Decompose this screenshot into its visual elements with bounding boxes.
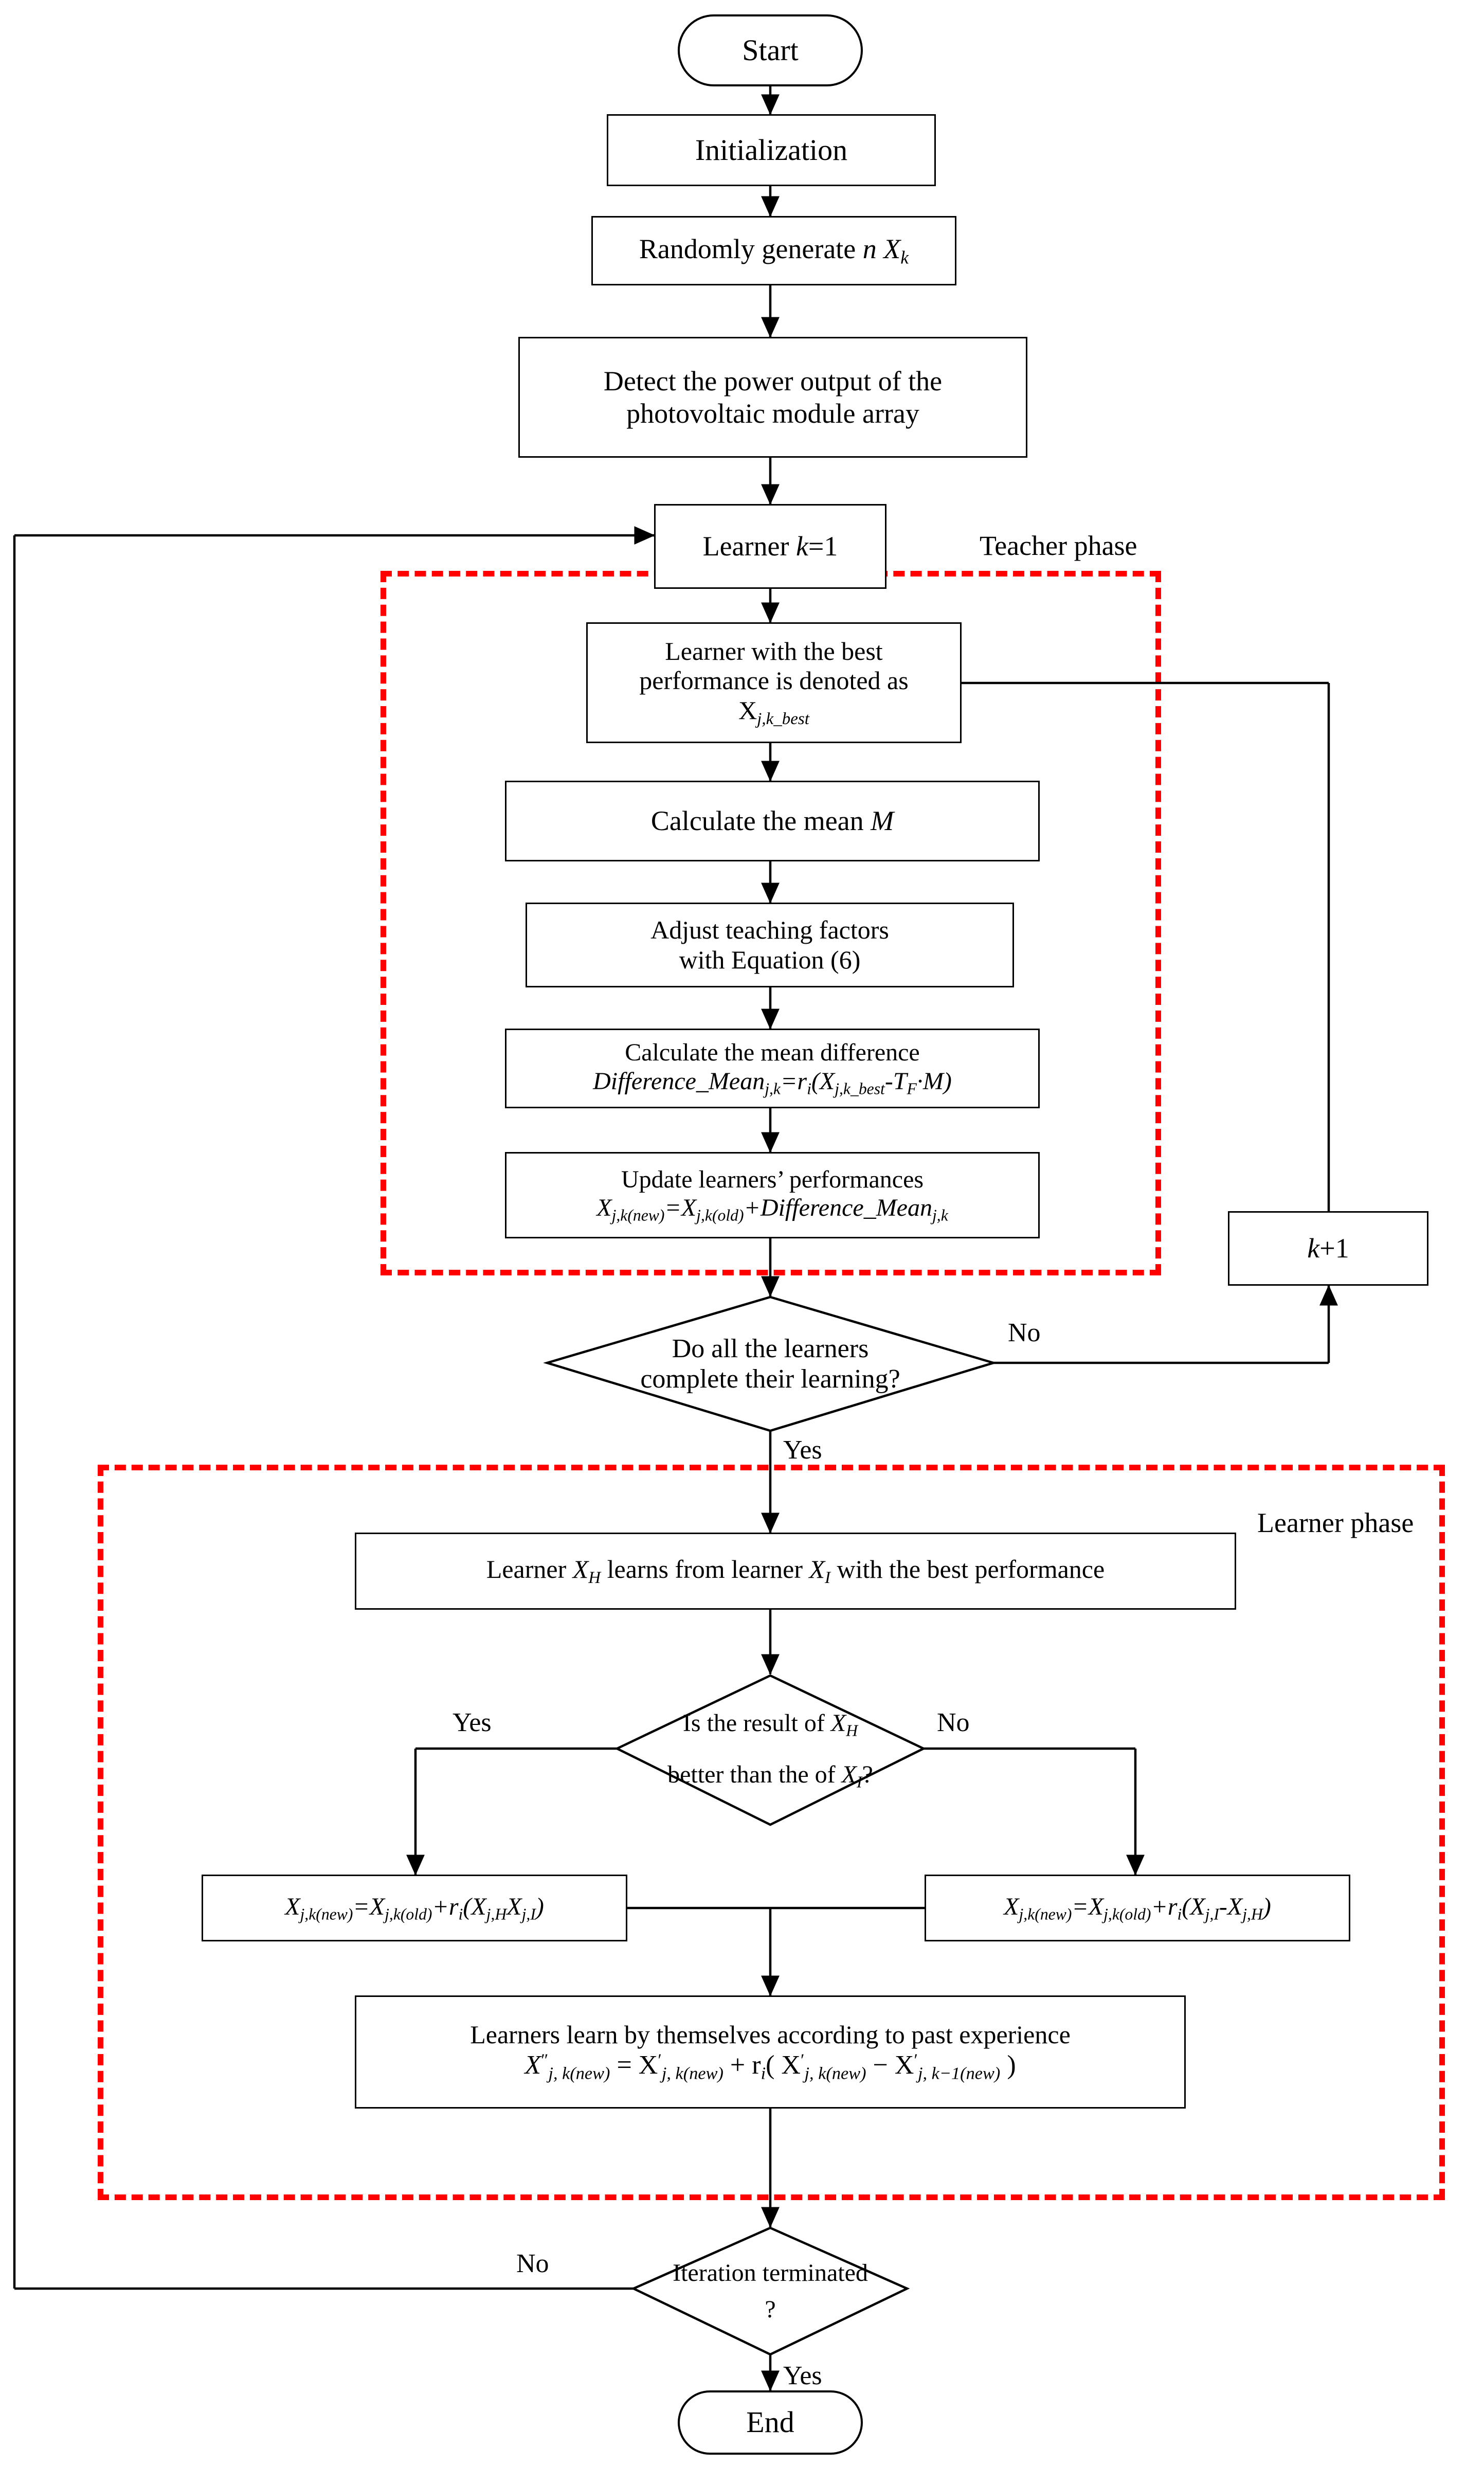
edge-label-compare-yes: Yes <box>453 1708 492 1737</box>
mean-difference-equation: Difference_Meanj,k=ri(Xj,k_best-TF·M) <box>593 1067 952 1098</box>
node-update-right: Xj,k(new)=Xj,k(old)+ri(Xj,I-Xj,H) <box>925 1875 1350 1941</box>
node-calculate-mean: Calculate the mean M <box>505 781 1040 861</box>
node-adjust-factors: Adjust teaching factors with Equation (6… <box>526 903 1014 987</box>
node-best-performance: Learner with the best performance is den… <box>586 622 962 743</box>
node-random-generate: Randomly generate n Xk <box>591 216 956 285</box>
node-iteration-terminated-label: Iteration terminated ? <box>673 2259 868 2323</box>
node-mean-difference-label: Calculate the mean difference Difference… <box>593 1039 952 1098</box>
node-calculate-mean-label: Calculate the mean M <box>650 805 894 837</box>
node-initialization: Initialization <box>607 114 936 186</box>
node-update-right-equation: Xj,k(new)=Xj,k(old)+ri(Xj,I-Xj,H) <box>1004 1893 1271 1923</box>
node-update-left-equation: Xj,k(new)=Xj,k(old)+ri(Xj,HXj,I) <box>285 1893 544 1923</box>
node-compare-xh-xi: Is the result of XH better than the of X… <box>617 1676 924 1825</box>
node-start: Start <box>678 14 863 86</box>
node-end: End <box>678 2390 863 2455</box>
node-mean-difference: Calculate the mean difference Difference… <box>505 1029 1040 1108</box>
node-update-performance-label: Update learners’ performances Xj,k(new)=… <box>596 1165 948 1225</box>
edge-label-learners-done-no: No <box>1008 1318 1041 1347</box>
node-learner-k1: Learner k=1 <box>654 504 886 589</box>
node-start-label: Start <box>742 33 799 67</box>
self-learning-equation: X″j, k(new) = X′j, k(new) + ri( X′j, k(n… <box>524 2050 1016 2083</box>
edge-label-iteration-yes: Yes <box>783 2361 822 2390</box>
node-all-learners-done: Do all the learners complete their learn… <box>547 1297 993 1431</box>
teacher-phase-label: Teacher phase <box>980 530 1137 561</box>
node-self-learning-label: Learners learn by themselves according t… <box>470 2020 1071 2083</box>
update-performance-equation: Xj,k(new)=Xj,k(old)+Difference_Meanj,k <box>596 1194 948 1225</box>
node-best-performance-label: Learner with the best performance is den… <box>639 636 909 728</box>
node-random-generate-label: Randomly generate n Xk <box>639 233 909 268</box>
node-update-performance: Update learners’ performances Xj,k(new)=… <box>505 1152 1040 1238</box>
node-detect-power-label: Detect the power output of the photovolt… <box>603 366 943 429</box>
edge-label-iteration-no: No <box>516 2249 549 2278</box>
node-learner-learns: Learner XH learns from learner XI with t… <box>355 1533 1236 1610</box>
node-initialization-label: Initialization <box>695 133 848 167</box>
node-learner-learns-label: Learner XH learns from learner XI with t… <box>486 1554 1105 1587</box>
node-k-plus-1-label: k+1 <box>1307 1233 1349 1264</box>
node-end-label: End <box>746 2405 794 2439</box>
node-update-left: Xj,k(new)=Xj,k(old)+ri(Xj,HXj,I) <box>202 1875 627 1941</box>
node-learner-k1-label: Learner k=1 <box>702 531 838 562</box>
edge-label-learners-done-yes: Yes <box>783 1435 822 1465</box>
node-k-plus-1: k+1 <box>1228 1211 1428 1286</box>
node-compare-xh-xi-label: Is the result of XH better than the of X… <box>667 1709 873 1791</box>
node-adjust-factors-label: Adjust teaching factors with Equation (6… <box>650 915 889 974</box>
learner-phase-label: Learner phase <box>1257 1507 1414 1538</box>
node-detect-power: Detect the power output of the photovolt… <box>518 337 1027 458</box>
node-all-learners-done-label: Do all the learners complete their learn… <box>640 1334 900 1394</box>
node-self-learning: Learners learn by themselves according t… <box>355 1995 1186 2109</box>
edge-label-compare-no: No <box>937 1708 970 1737</box>
node-iteration-terminated: Iteration terminated ? <box>634 2228 907 2354</box>
